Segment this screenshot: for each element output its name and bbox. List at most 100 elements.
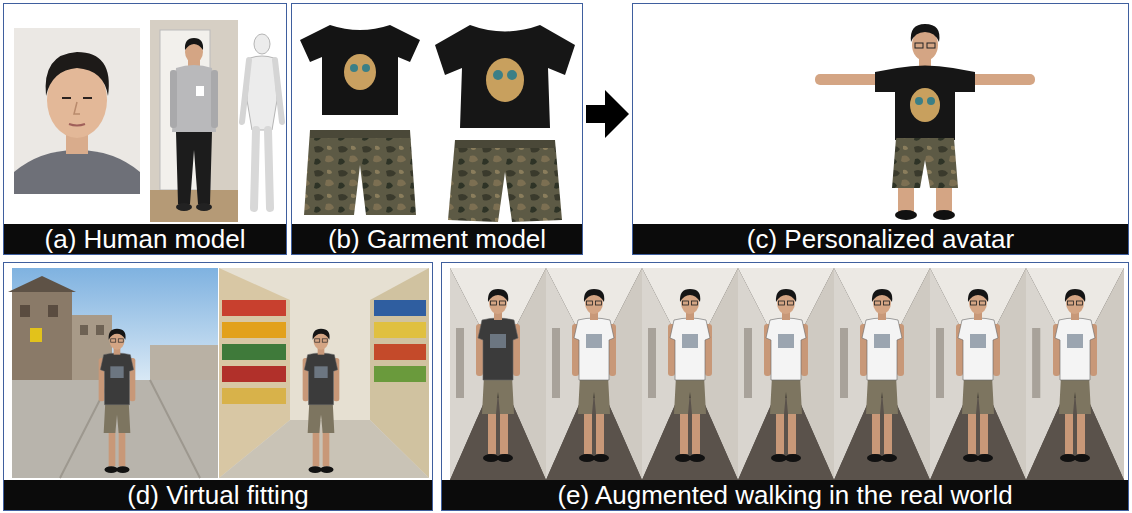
garment-pictures-part — [493, 70, 503, 80]
walking-frames-part — [860, 289, 904, 462]
human-photos-part — [170, 70, 177, 128]
human-photos-part — [172, 65, 216, 132]
human-photos-part — [176, 132, 212, 204]
panel-caption: (b) Garment model — [328, 224, 546, 254]
human-photos-part — [74, 102, 80, 114]
caption-bar: (e) Augmented walking in the real world — [442, 480, 1128, 510]
walking-frames-part — [834, 268, 930, 480]
fitting-scenes-part — [374, 300, 426, 316]
caption-bar: (c) Personalized avatar — [633, 224, 1128, 254]
avatar-t-pose — [815, 24, 1035, 220]
human-photos-part — [176, 203, 192, 211]
walking-frames-part — [956, 289, 1000, 462]
human-photos-part — [150, 20, 238, 222]
human-photos-part — [14, 150, 140, 194]
fitting-scenes-part — [374, 322, 426, 338]
walking-frames-part — [1053, 289, 1097, 462]
figure-panel: (e) Augmented walking in the real world — [441, 262, 1129, 511]
fitting-scenes-part — [222, 322, 286, 338]
walking-frames-part — [764, 289, 808, 462]
walking-frames-part — [930, 268, 1026, 480]
avatar-t-pose-part — [915, 97, 923, 105]
walking-frames-part — [738, 268, 834, 480]
garment-pictures-part — [300, 25, 420, 115]
figure-panel: (b) Garment model — [291, 3, 583, 255]
fitting-scenes-part — [374, 344, 426, 360]
fitting-scenes-part — [150, 345, 218, 385]
figure-panel: (a) Human model — [3, 3, 287, 255]
human-photos-part — [247, 56, 277, 130]
human-photos-part — [196, 86, 204, 96]
avatar-t-pose-part — [892, 138, 958, 188]
fitting-scenes-part — [222, 300, 286, 316]
fitting-scenes-part — [222, 344, 286, 360]
avatar-t-pose-part — [895, 210, 917, 220]
caption-bar: (a) Human model — [4, 224, 286, 254]
avatar-t-pose-part — [927, 43, 935, 48]
panel-caption: (e) Augmented walking in the real world — [557, 480, 1012, 510]
human-photos — [14, 20, 282, 222]
fitting-scenes-part — [30, 328, 42, 342]
garment-pictures-part — [344, 54, 376, 90]
human-photos-part — [185, 38, 203, 50]
fitting-scenes-part — [219, 268, 429, 478]
fitting-scenes-part — [8, 276, 76, 292]
walking-frames — [450, 268, 1124, 480]
avatar-t-pose-part — [936, 188, 952, 212]
panel-caption: (d) Virtual fitting — [127, 480, 309, 510]
garment-pictures-part — [448, 140, 562, 222]
fitting-scenes — [8, 268, 429, 478]
human-photos-part — [62, 97, 92, 99]
avatar-t-pose-part — [915, 43, 923, 48]
fitting-scenes-part — [374, 366, 426, 382]
fitting-scenes-part — [222, 366, 286, 382]
walking-frames-part — [1026, 268, 1124, 480]
human-photos-part — [196, 203, 212, 211]
human-photos-part — [254, 130, 270, 208]
human-photos-part — [242, 60, 282, 122]
avatar-t-pose-part — [910, 88, 940, 122]
avatar-t-pose-part — [911, 24, 940, 42]
walking-frames-part — [668, 289, 712, 462]
figure-panel: (d) Virtual fitting — [3, 262, 433, 511]
walking-frames-part — [572, 289, 616, 462]
fitting-scenes-part — [48, 305, 58, 317]
walking-frames-part — [546, 268, 642, 480]
garment-pictures-part — [435, 25, 575, 128]
garment-pictures-part — [350, 64, 358, 72]
fitting-scenes-part — [222, 388, 286, 404]
human-photos-part — [211, 70, 218, 128]
avatar-t-pose-part — [898, 188, 914, 212]
garment-pictures-part — [507, 70, 517, 80]
avatar-t-pose-part — [927, 97, 935, 105]
garment-pictures-part — [362, 64, 370, 72]
garment-pictures-part — [310, 130, 410, 138]
flow-arrow — [586, 90, 629, 138]
human-photos-part — [46, 52, 109, 96]
garment-pictures-part — [455, 140, 555, 148]
human-photos-part — [69, 124, 85, 126]
caption-bar: (d) Virtual fitting — [4, 480, 432, 510]
human-photos-part — [150, 190, 238, 222]
panel-caption: (c) Personalized avatar — [747, 224, 1014, 254]
walking-frames-part — [642, 268, 738, 480]
fitting-scenes-part — [96, 325, 104, 335]
fitting-scenes-part — [303, 329, 340, 473]
avatar-t-pose-part — [933, 210, 955, 220]
fitting-scenes-part — [99, 329, 136, 473]
panel-caption: (a) Human model — [45, 224, 246, 254]
fitting-scenes-part — [20, 305, 30, 317]
avatar-t-pose-part — [875, 66, 975, 141]
garment-pictures-part — [486, 58, 524, 102]
arrow-shaft — [586, 105, 605, 123]
garment-pictures-part — [304, 130, 416, 215]
fitting-scenes-part — [80, 325, 88, 335]
arrow-head — [605, 90, 629, 138]
human-photos-part — [254, 34, 270, 54]
human-photos-part — [14, 28, 140, 194]
walking-frames-part — [476, 289, 520, 462]
figure-panel: (c) Personalized avatar — [632, 3, 1129, 255]
